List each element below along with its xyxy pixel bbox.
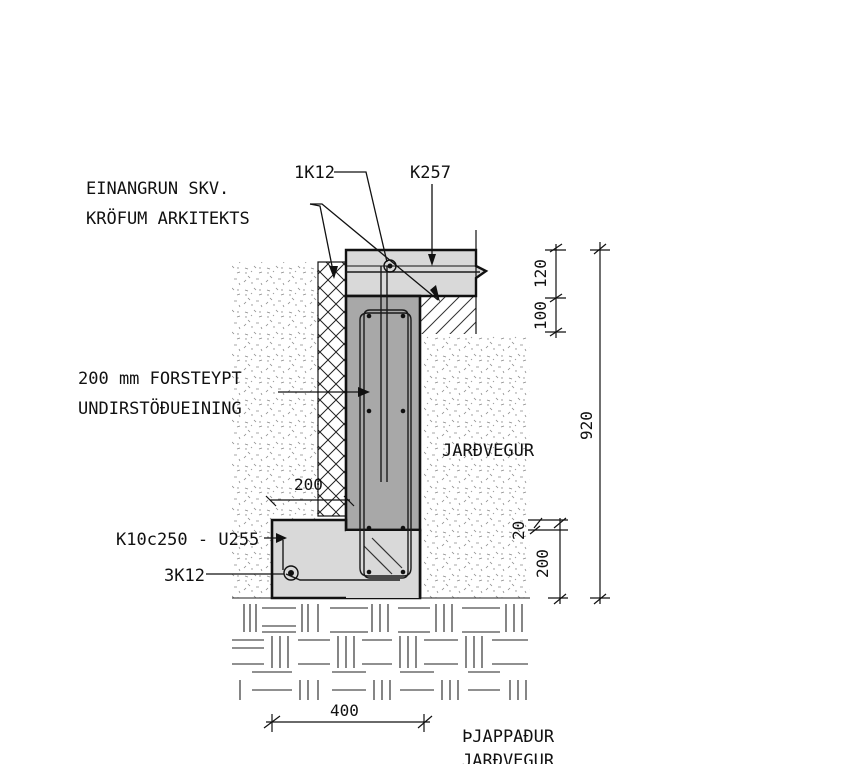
insulation-label-line1: EINANGRUN SKV. [86, 179, 229, 199]
leader-arrowheads [276, 254, 440, 543]
dimension-lines [263, 242, 610, 732]
stirrup-label: K10c250 - U255 [116, 530, 259, 550]
precast-label-line1: 200 mm FORSTEYPT [78, 369, 242, 389]
insulation-hatch [317, 261, 347, 517]
slab-thickness-dimension: 120 [531, 259, 550, 288]
precast-label-line2: UNDIRSTÖÐUEINING [78, 397, 242, 419]
footing [270, 518, 422, 600]
soil-fill [232, 262, 530, 598]
precast-wall [344, 294, 422, 532]
slab-insulation-hatch [420, 296, 476, 334]
slab-upper-dimension: 100 [531, 301, 550, 330]
footing-height-dimension: 200 [533, 549, 552, 578]
footing-width-dimension: 400 [330, 701, 359, 720]
total-height-dimension: 920 [577, 411, 596, 440]
leader-lines [206, 171, 439, 575]
wall-offset-dimension: 200 [294, 475, 323, 494]
wall-reinforcement [282, 259, 412, 581]
top-rebar-label: 1K12 [294, 163, 335, 183]
insulation-label-line2: KRÖFUM ARKITEKTS [86, 207, 250, 229]
soil-label: JARÐVEGUR [442, 441, 535, 461]
gap-dimension: 20 [509, 521, 528, 540]
slab-mesh-label: K257 [410, 163, 451, 183]
compacted-soil-label-line1: ÞJAPPAÐUR [462, 727, 555, 747]
bottom-rebar-label: 3K12 [164, 566, 205, 586]
compacted-soil-pattern [232, 597, 530, 700]
compacted-soil-label-line2: JARÐVEGUR [462, 751, 555, 764]
